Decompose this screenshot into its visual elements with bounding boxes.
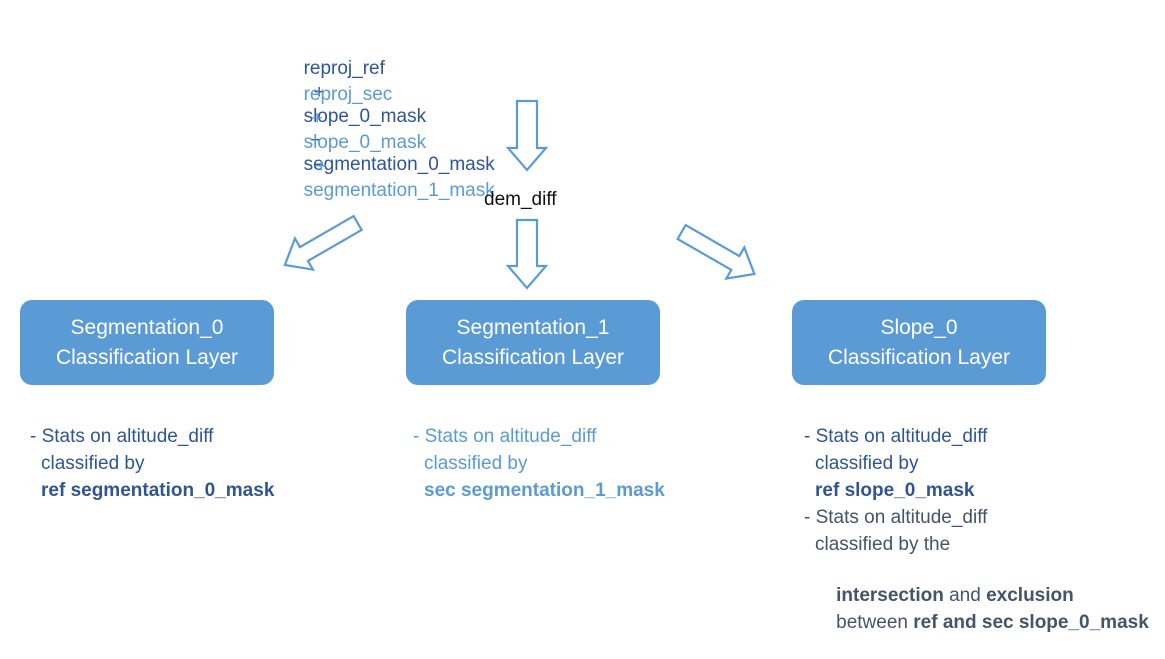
ref-sec-mask-text: ref and sec slope_0_mask [913, 612, 1149, 633]
input-line-sec: reproj_sec + slope_0_mask + segmentation… [293, 59, 495, 203]
flow-arrows [283, 99, 756, 290]
stats-line: classified by the [815, 534, 951, 555]
box-subtitle: Classification Layer [827, 345, 1011, 369]
stats-line: classified by [815, 453, 919, 474]
down-right-arrow-icon [676, 223, 756, 281]
slope-0-box: Slope_0 Classification Layer [792, 300, 1046, 385]
exclusion-text: exclusion [986, 585, 1074, 606]
box-subtitle: Classification Layer [55, 345, 239, 369]
stats-line: - Stats on altitude_diff [804, 507, 988, 528]
stats-line: classified by [41, 453, 145, 474]
between-text: between [836, 612, 914, 633]
input-line-ref: reproj_ref + slope_0_mask + segmentation… [293, 33, 495, 177]
reproj-sec-label: reproj_sec [303, 84, 393, 105]
slope-mask-label: slope_0_mask [303, 106, 427, 127]
dem-diff-label: dem_diff [484, 189, 557, 210]
down-arrow-icon [505, 218, 549, 290]
stats-intersection-line: intersection and exclusion [815, 560, 1074, 632]
stats-line: - Stats on altitude_diff [804, 426, 988, 447]
stats-mask-line: ref slope_0_mask [815, 480, 975, 501]
plus-sign: + [313, 82, 325, 103]
plus-sign: + [315, 156, 327, 177]
intersection-text: intersection [836, 585, 944, 606]
stats-line: - Stats on altitude_diff [30, 426, 214, 447]
down-left-arrow-icon [283, 214, 364, 272]
and-text: and [943, 585, 987, 606]
plus-sign: + [311, 108, 323, 129]
reproj-ref-label: reproj_ref [303, 58, 385, 79]
stats-between-line: between ref and sec slope_0_mask [815, 587, 1149, 659]
box-title: Segmentation_1 [456, 315, 610, 339]
box-title: Slope_0 [880, 315, 958, 339]
segmentation-mask-label: segmentation_0_mask [303, 154, 495, 175]
box-title: Segmentation_0 [70, 315, 224, 339]
slope-mask-label: slope_0_mask [303, 132, 427, 153]
stats-line: classified by [424, 453, 528, 474]
stats-line: - Stats on altitude_diff [413, 426, 597, 447]
segmentation-mask-label: segmentation_1_mask [303, 180, 495, 201]
segmentation-0-box: Segmentation_0 Classification Layer [20, 300, 274, 385]
stats-mask-line: sec segmentation_1_mask [424, 480, 665, 501]
box-subtitle: Classification Layer [441, 345, 625, 369]
stats-mask-line: ref segmentation_0_mask [41, 480, 275, 501]
segmentation-1-box: Segmentation_1 Classification Layer [406, 300, 660, 385]
down-arrow-icon [505, 99, 549, 172]
plus-sign: + [309, 130, 321, 151]
